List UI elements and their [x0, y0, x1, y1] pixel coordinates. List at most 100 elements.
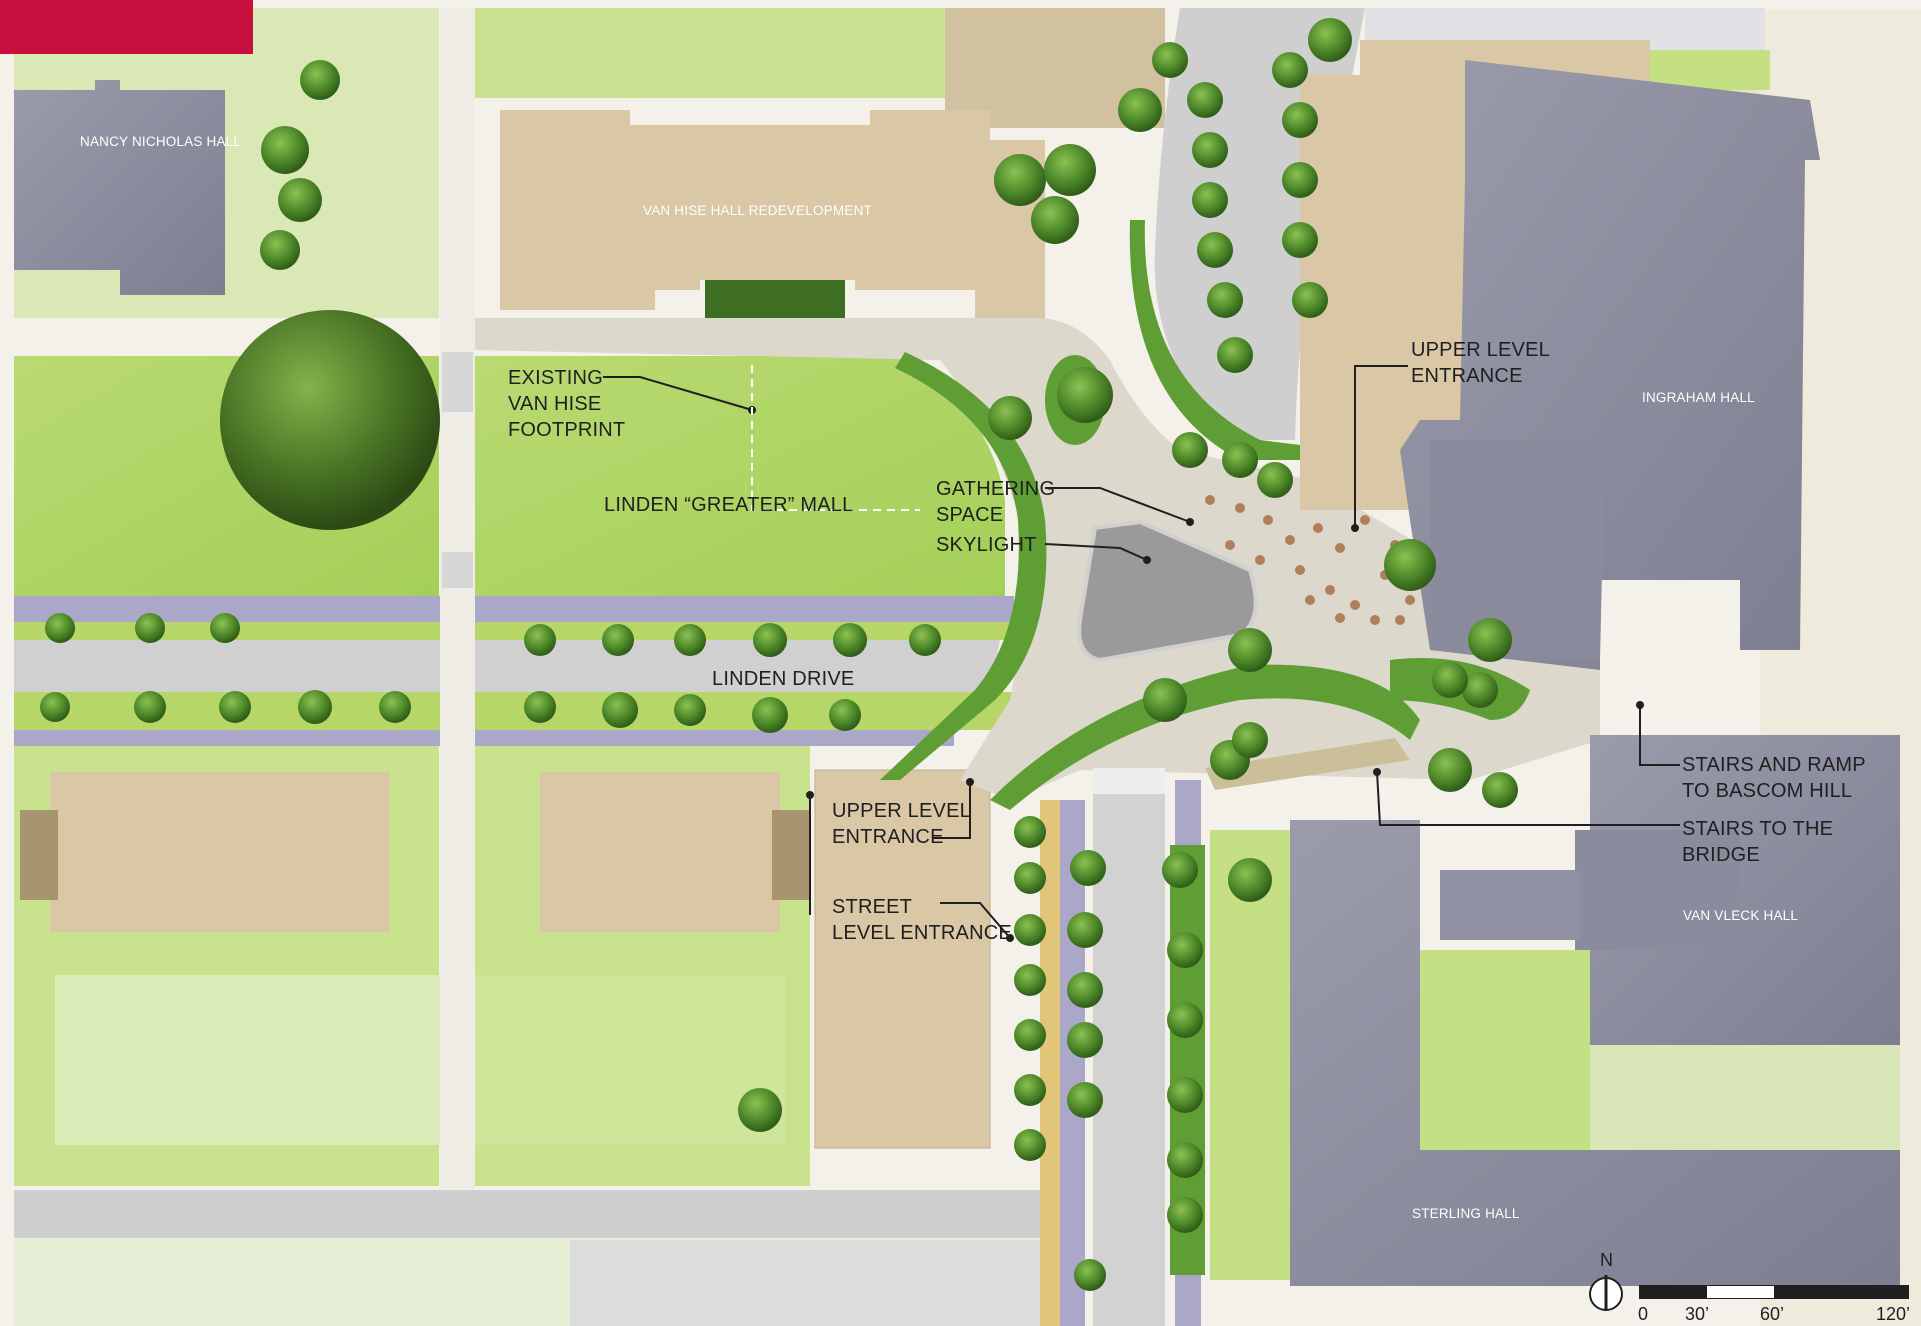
tree-icon: [298, 690, 332, 724]
tree-icon: [1482, 772, 1518, 808]
seating-icon: [1350, 600, 1360, 610]
van-hise-courtyard-trees: [705, 280, 845, 318]
building-west-1-wing: [20, 810, 58, 900]
north-label: N: [1600, 1250, 1613, 1270]
label-stairs-bridge-line2: BRIDGE: [1682, 844, 1760, 866]
nancy-nicholas-hall-shape: [14, 80, 225, 295]
seating-icon: [1405, 595, 1415, 605]
label-gathering-line1: GATHERING: [936, 478, 1056, 500]
label-stairs-ramp: STAIRS AND RAMP TO BASCOM HILL: [1682, 752, 1866, 804]
seating-icon: [1255, 555, 1265, 565]
leader-stairs-bridge: [1376, 771, 1680, 826]
label-gathering-line2: SPACE: [936, 504, 1004, 526]
leader-existing-footprint: [603, 376, 753, 411]
label-stairs-bridge-line1: STAIRS TO THE: [1682, 818, 1834, 840]
scale-tick-0: 0: [1638, 1304, 1649, 1324]
tree-icon: [1044, 144, 1096, 196]
brand-bar: [0, 0, 253, 54]
ingraham-hall-label: INGRAHAM HALL: [1642, 390, 1755, 405]
van-hise-hall-label: VAN HISE HALL REDEVELOPMENT: [643, 203, 872, 218]
tree-icon: [1192, 132, 1228, 168]
label-existing-line1: EXISTING: [508, 367, 603, 389]
label-street-level-entrance: STREET LEVEL ENTRANCE: [832, 894, 1012, 946]
scale-tick-60: 60’: [1760, 1304, 1785, 1324]
label-linden-drive: LINDEN DRIVE: [712, 668, 855, 690]
leader-upper-left: [932, 782, 971, 839]
tree-icon: [219, 691, 251, 723]
seating-icon: [1285, 535, 1295, 545]
label-upper-right-line1: UPPER LEVEL: [1411, 339, 1550, 361]
seating-icon: [1325, 585, 1335, 595]
trees-layer: [40, 18, 1518, 1291]
label-upper-left-line2: ENTRANCE: [832, 826, 944, 848]
tree-icon: [524, 624, 556, 656]
sidewalk-south: [14, 730, 954, 746]
van-vleck-hall-label: VAN VLECK HALL: [1683, 908, 1799, 923]
building-west-2-wing: [772, 810, 810, 900]
tree-icon: [1014, 914, 1046, 946]
tree-icon: [1014, 1074, 1046, 1106]
tree-icon: [738, 1088, 782, 1132]
tree-icon: [752, 697, 788, 733]
tree-icon: [1228, 858, 1272, 902]
label-stairs-ramp-line1: STAIRS AND RAMP: [1682, 754, 1866, 776]
tree-icon: [1257, 462, 1293, 498]
tree-icon: [833, 623, 867, 657]
linden-mall-lawn: [475, 356, 1005, 600]
tree-icon: [1468, 618, 1512, 662]
label-street-line1: STREET: [832, 896, 913, 918]
tree-icon: [1432, 662, 1468, 698]
tree-icon: [909, 624, 941, 656]
tree-icon: [674, 624, 706, 656]
park-street-sidewalk-west: [1060, 800, 1085, 1326]
leader-lines: [603, 365, 1680, 939]
seating-icon: [1370, 615, 1380, 625]
seating-icon: [1225, 540, 1235, 550]
tree-icon: [1384, 539, 1436, 591]
tree-icon: [1152, 42, 1188, 78]
tree-icon: [1031, 196, 1079, 244]
van-vleck-hall-shape: [1590, 735, 1900, 1045]
building-west-1: [50, 772, 390, 932]
tree-icon: [1282, 222, 1318, 258]
leader-street-level: [940, 902, 1011, 939]
seating-icon: [1395, 615, 1405, 625]
tree-icon: [1067, 972, 1103, 1008]
crosswalk-1: [442, 352, 473, 412]
label-upper-level-entrance-left: UPPER LEVEL ENTRANCE: [832, 798, 971, 850]
tree-icon: [1067, 1082, 1103, 1118]
tree-icon: [1167, 1142, 1203, 1178]
label-upper-left-line1: UPPER LEVEL: [832, 800, 971, 822]
tree-icon: [1074, 1259, 1106, 1291]
tree-icon: [1197, 232, 1233, 268]
seating-icon: [1335, 543, 1345, 553]
tree-icon: [1014, 1129, 1046, 1161]
label-street-line2: LEVEL ENTRANCE: [832, 922, 1012, 944]
tree-icon: [1282, 162, 1318, 198]
seating-icon: [1305, 595, 1315, 605]
label-existing-footprint: EXISTING VAN HISE FOOTPRINT: [508, 365, 625, 443]
park-street-east-lawn: [1210, 830, 1290, 1280]
tree-icon: [1292, 282, 1328, 318]
seating-icon: [1235, 503, 1245, 513]
tree-icon: [1167, 1002, 1203, 1038]
sterling-courtyard: [1420, 950, 1590, 1150]
tree-icon: [1167, 1077, 1203, 1113]
van-vleck-wing: [1575, 830, 1740, 950]
sterling-hall-label: STERLING HALL: [1412, 1206, 1520, 1221]
tree-icon: [602, 692, 638, 728]
tree-icon: [1462, 672, 1498, 708]
crosswalk-2: [442, 552, 473, 588]
linden-drive-road: [14, 640, 1000, 692]
nancy-nicholas-hall-label: NANCY NICHOLAS HALL: [80, 134, 242, 149]
label-upper-right-line2: ENTRANCE: [1411, 365, 1523, 387]
scale-tick-30: 30’: [1685, 1304, 1710, 1324]
tree-icon: [602, 624, 634, 656]
tree-icon: [753, 623, 787, 657]
tree-icon: [1070, 850, 1106, 886]
tree-icon: [1118, 88, 1162, 132]
label-linden-mall: LINDEN “GREATER” MALL: [604, 494, 854, 516]
ingraham-lower-wing: [1430, 440, 1605, 660]
lawn-north-strip: [475, 8, 945, 98]
tree-icon: [210, 613, 240, 643]
